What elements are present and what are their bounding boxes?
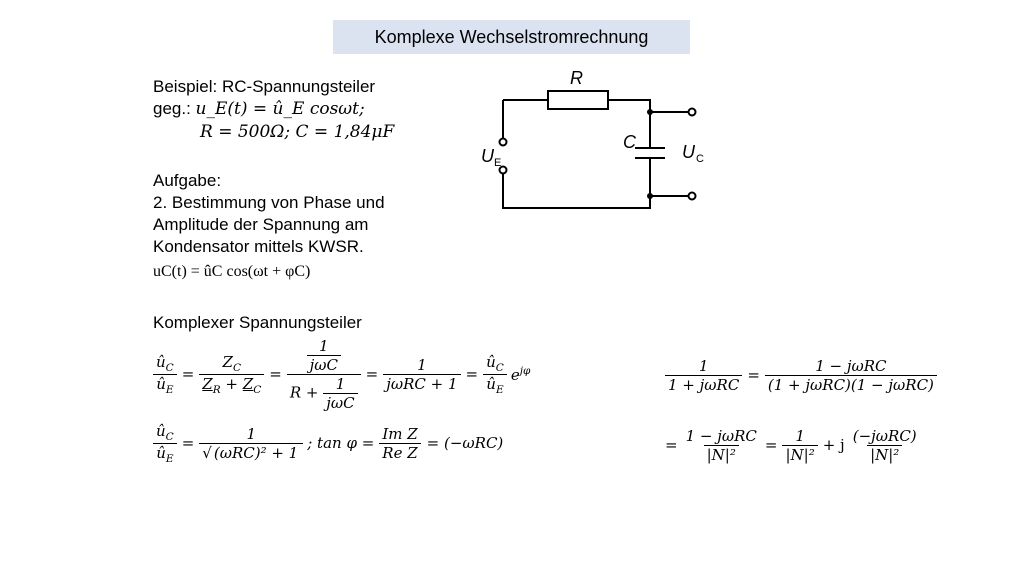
label-ue: U <box>481 146 495 166</box>
ratio-uc-ue: ûC ûE <box>153 353 177 396</box>
terminal-right-top <box>687 107 697 117</box>
conjugate-expansion: 1 1 + jωRC = 1 − jωRC (1 + jωRC)(1 − jωR… <box>665 348 937 402</box>
task-line1: 2. Bestimmung von Phase und <box>153 193 385 212</box>
given-eq2: R = 500Ω; C = 1,84μF <box>200 122 395 142</box>
exp-term: ejφ <box>510 364 531 384</box>
ratio-uc-ue-2: ûC ûE <box>483 353 507 396</box>
given-prefix: geg.: <box>153 99 191 118</box>
label-uc-sub: C <box>696 153 704 165</box>
amplitude-ratio: 1 √(ωRC)² + 1 <box>199 425 304 462</box>
terminal-left-bottom <box>498 165 508 175</box>
im-re-ratio: Im Z Re Z <box>379 425 421 462</box>
task-line3: Kondensator mittels KWSR. <box>153 237 364 256</box>
label-r: R <box>570 68 583 88</box>
title-box <box>333 20 690 54</box>
label-uc: U <box>682 142 696 162</box>
given-line: geg.: u_E(t) = û_E cosωt; <box>153 98 365 120</box>
real-imag-split: = 1 − jωRC |N|² = 1 |N|² + j (−jωRC) |N|… <box>665 426 917 464</box>
example-heading: Beispiel: RC-Spannungsteiler <box>153 77 376 96</box>
section-heading: Komplexer Spannungsteiler <box>153 313 362 332</box>
ratio-uc-ue-3: ûC ûE <box>153 422 177 465</box>
ratio-simplified: 1 jωRC + 1 <box>383 356 461 393</box>
node-bottom <box>647 193 653 199</box>
task-line2: Amplitude der Spannung am <box>153 215 369 234</box>
wire-top-right <box>608 99 651 148</box>
page-title: Komplexe Wechselstromrechnung <box>374 27 649 47</box>
resistor <box>547 90 609 110</box>
ratio-z: ZC ZR + ZC <box>199 353 265 396</box>
label-c: C <box>623 132 637 152</box>
task-heading: Aufgabe: <box>153 171 222 190</box>
task-formula: uC(t) = ûC cos(ωt + φC) <box>153 263 311 280</box>
label-ue-sub: E <box>494 157 501 169</box>
given-eq1: u_E(t) = û_E cosωt; <box>195 99 365 119</box>
node-top <box>647 109 653 115</box>
tan-phi: ; tan φ = <box>307 434 375 452</box>
terminal-left-top <box>498 137 508 147</box>
terminal-right-bottom <box>687 191 697 201</box>
tan-result: = (−ωRC) <box>426 434 504 452</box>
wire-bottom-right <box>502 158 651 209</box>
rc-circuit-diagram: R C U E U C <box>481 68 704 209</box>
amplitude-phase-equation: ûC ûE = 1 √(ωRC)² + 1 ; tan φ = Im Z Re … <box>153 416 503 470</box>
